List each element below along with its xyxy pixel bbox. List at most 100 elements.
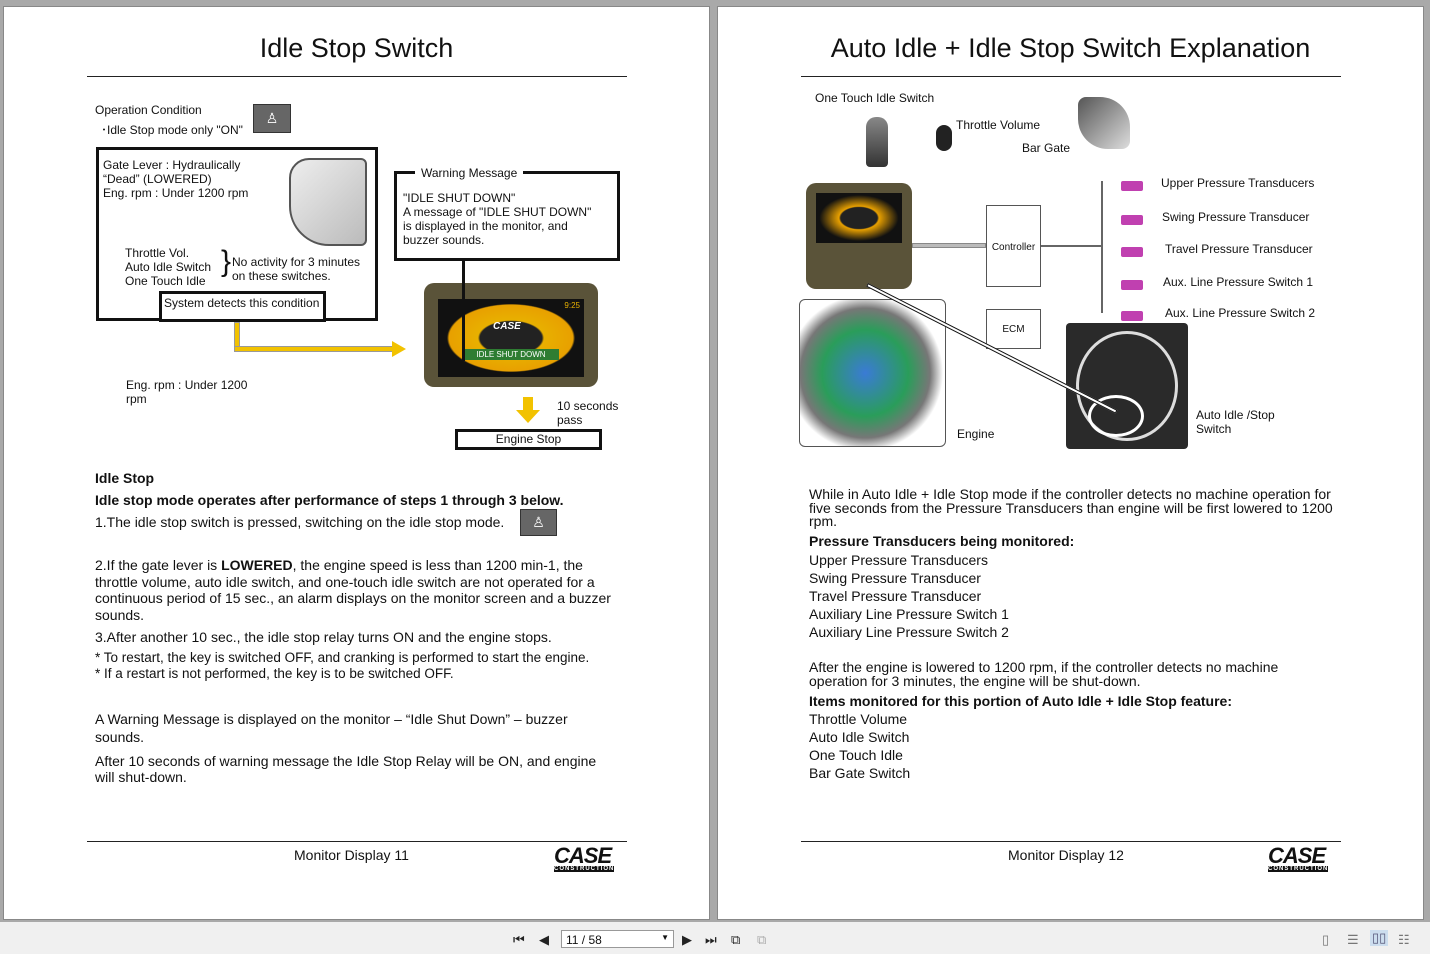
arrow-down-icon <box>516 410 540 423</box>
monitored-item: Auto Idle Switch <box>809 729 910 745</box>
arrow-head-icon <box>392 341 406 357</box>
controller-box: Controller <box>986 205 1041 287</box>
label-auto-idle: Switch <box>1196 422 1232 436</box>
chevron-down-icon: ▼ <box>661 933 669 942</box>
switch-label: One Touch Idle <box>125 274 206 288</box>
logo-text: CASE <box>554 843 612 868</box>
page-footer: Monitor Display 12 <box>1008 847 1124 863</box>
items-heading: Items monitored for this portion of Auto… <box>809 693 1232 709</box>
facing-pages-icon[interactable]: ▯▯ <box>1370 930 1389 946</box>
idle-stop-mode: ･Idle Stop mode only "ON" <box>101 123 243 137</box>
sensor-label: Swing Pressure Transducer <box>1162 210 1310 224</box>
note: * To restart, the key is switched OFF, a… <box>95 650 590 665</box>
auto-idle-stop-switch-image <box>1066 323 1188 449</box>
monitor-image <box>806 183 912 289</box>
sensor-label: Aux. Line Pressure Switch 2 <box>1165 306 1316 320</box>
note: * If a restart is not performed, the key… <box>95 666 454 681</box>
step-3: 3.After another 10 sec., the idle stop r… <box>95 629 552 645</box>
logo-sub: CONSTRUCTION <box>1268 866 1329 872</box>
system-detects-box: System detects this condition <box>159 291 326 322</box>
flow-arrow <box>234 346 394 352</box>
sensor-icon <box>1121 215 1143 225</box>
divider <box>801 76 1341 77</box>
paragraph: After 10 seconds of warning message the … <box>95 753 597 785</box>
switch-label: Throttle Vol. <box>125 246 190 260</box>
intro: While in Auto Idle + Idle Stop mode if t… <box>809 486 1333 529</box>
continuous-facing-icon[interactable]: ☷ <box>1398 932 1410 947</box>
logo-text: CASE <box>1268 843 1326 868</box>
warning-line: buzzer sounds. <box>403 233 485 247</box>
page-selector[interactable]: 11 / 58 ▼ <box>561 930 674 948</box>
pointer-line <box>462 261 465 361</box>
after-text: After the engine is lowered to 1200 rpm,… <box>809 659 1279 689</box>
previous-page-icon[interactable]: ◀ <box>539 932 549 947</box>
label-bar-gate: Bar Gate <box>1022 141 1071 155</box>
bar-gate-image <box>1078 97 1130 149</box>
monitor-message: IDLE SHUT DOWN <box>463 349 559 360</box>
step-2: 2.If the gate lever is LOWERED, the engi… <box>95 557 615 623</box>
sensor-icon <box>1121 311 1143 321</box>
gate-lever-line: “Dead” (LOWERED) <box>103 172 212 186</box>
warning-box: Warning Message "IDLE SHUT DOWN" A messa… <box>394 166 620 261</box>
step-2-text: , the engine speed is less than 1200 min… <box>95 557 611 623</box>
label-auto-idle: Auto Idle /Stop <box>1196 408 1275 422</box>
go-back-view-icon[interactable]: ⧉ <box>731 932 741 947</box>
monitored-item: Upper Pressure Transducers <box>809 552 988 568</box>
brace: } <box>221 245 232 278</box>
first-page-icon[interactable]: ⏮ <box>513 932 525 947</box>
pdf-toolbar: ⏮ ◀ 11 / 58 ▼ ▶ ⏭ ⧉ ⧉ ▯ ☰ ▯▯ ☷ <box>0 922 1430 954</box>
no-activity-text: on these switches. <box>232 269 331 283</box>
monitored-item: Travel Pressure Transducer <box>809 588 982 604</box>
divider <box>87 76 627 77</box>
ecm-box: ECM <box>986 309 1041 349</box>
step-2-text: 2.If the gate lever is <box>95 557 222 573</box>
warning-line: "IDLE SHUT DOWN" <box>403 191 516 205</box>
gate-lever-image <box>289 158 367 246</box>
monitor-time: 9:25 <box>564 301 580 310</box>
no-activity-text: No activity for 3 minutes <box>232 255 361 269</box>
page-value: 11 / 58 <box>566 933 602 947</box>
section-subheading: Idle stop mode operates after performanc… <box>95 492 564 508</box>
single-page-icon[interactable]: ▯ <box>1322 932 1330 947</box>
sensor-label: Upper Pressure Transducers <box>1161 176 1315 190</box>
page-footer: Monitor Display 11 <box>294 847 409 863</box>
section-heading: Idle Stop <box>95 470 155 486</box>
monitored-item: Auxiliary Line Pressure Switch 1 <box>809 606 1009 622</box>
monitored-item: One Touch Idle <box>809 747 903 763</box>
idle-stop-switch-icon: ♙ <box>520 509 557 536</box>
last-page-icon[interactable]: ⏭ <box>705 932 717 947</box>
divider <box>801 841 1341 842</box>
eng-rpm: Eng. rpm : Under 1200 <box>126 378 248 392</box>
ten-seconds: 10 seconds <box>557 399 619 413</box>
engine-image <box>799 299 946 447</box>
wire <box>912 243 986 248</box>
monitored-item: Swing Pressure Transducer <box>809 570 981 586</box>
page-title: Idle Stop Switch <box>259 33 454 63</box>
sensor-icon <box>1121 247 1143 257</box>
continuous-icon[interactable]: ☰ <box>1347 932 1359 947</box>
one-touch-switch-image <box>866 117 888 167</box>
paragraph: A Warning Message is displayed on the mo… <box>95 711 568 745</box>
gate-lever-line: Eng. rpm : Under 1200 rpm <box>103 186 249 200</box>
monitored-item: Auxiliary Line Pressure Switch 2 <box>809 624 1009 640</box>
logo-sub: CONSTRUCTION <box>554 866 615 872</box>
divider <box>87 841 627 842</box>
sensor-label: Aux. Line Pressure Switch 1 <box>1163 275 1314 289</box>
idle-stop-switch-icon: ♙ <box>253 104 291 133</box>
sensor-icon <box>1121 181 1143 191</box>
go-forward-view-icon[interactable]: ⧉ <box>757 932 767 947</box>
wire <box>1041 245 1103 247</box>
step-2-bold: LOWERED <box>221 557 293 573</box>
next-page-icon[interactable]: ▶ <box>682 932 692 947</box>
monitored-heading: Pressure Transducers being monitored: <box>809 533 1075 549</box>
step-1: 1.The idle stop switch is pressed, switc… <box>95 514 505 530</box>
label-engine: Engine <box>957 427 995 441</box>
wire <box>1101 181 1103 313</box>
label-throttle: Throttle Volume <box>956 118 1041 132</box>
sensor-label: Travel Pressure Transducer <box>1165 242 1313 256</box>
switch-label: Auto Idle Switch <box>125 260 212 274</box>
monitored-item: Bar Gate Switch <box>809 765 911 781</box>
warning-line: A message of "IDLE SHUT DOWN" <box>403 205 592 219</box>
